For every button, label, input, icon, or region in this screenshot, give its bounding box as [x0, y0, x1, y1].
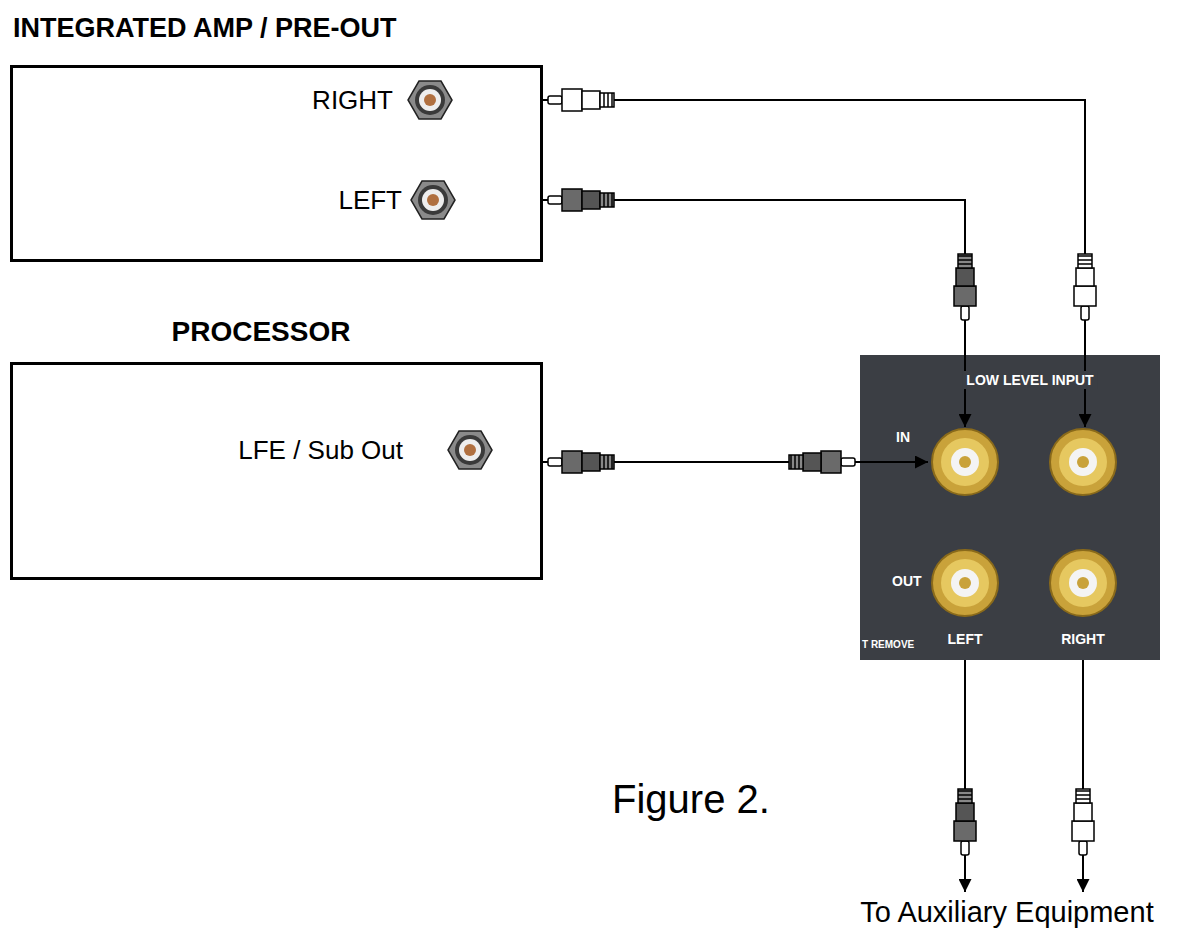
rca-plug: [1072, 789, 1094, 855]
gold-jack: [932, 550, 998, 616]
box-heading: PROCESSOR: [172, 316, 351, 348]
rca-plug: [954, 254, 976, 320]
rca-jack: [408, 81, 452, 119]
jack-label: LFE / Sub Out: [238, 435, 403, 465]
destination-label: To Auxiliary Equipment: [860, 895, 1153, 929]
panel-label: RIGHT: [1061, 630, 1105, 648]
jack-label: RIGHT: [312, 85, 393, 115]
panel-photo: [860, 355, 1160, 660]
panel-label: T REMOVE: [862, 639, 914, 651]
rca-plug: [789, 451, 855, 473]
gold-jack: [932, 429, 998, 495]
rca-plug: [954, 789, 976, 855]
gold-jack: [1050, 550, 1116, 616]
rca-jack: [411, 181, 455, 219]
rca-plug: [548, 189, 614, 211]
jack-label: LEFT: [338, 185, 402, 215]
panel-label: IN: [896, 428, 910, 446]
destination-text: To Auxiliary Equipment: [860, 895, 1153, 929]
cable-connector: [543, 200, 965, 427]
subwoofer-panel: LOW LEVEL INPUT IN OUT LEFT RIGHT T REMOVE: [860, 355, 1160, 660]
rca-plug: [548, 89, 614, 111]
component-box: INTEGRATED AMP / PRE-OUTRIGHTLEFT: [10, 65, 543, 262]
gold-jack: [1050, 429, 1116, 495]
rca-jack: [448, 431, 492, 469]
panel-label: LEFT: [948, 630, 983, 648]
cable-connector: [964, 660, 966, 892]
figure-caption: Figure 2.: [612, 776, 770, 822]
cable-connector: [1082, 660, 1084, 892]
box-heading: INTEGRATED AMP / PRE-OUT: [13, 12, 397, 44]
component-box: PROCESSORLFE / Sub Out: [10, 362, 543, 580]
rca-plug: [1074, 254, 1096, 320]
panel-label: OUT: [892, 572, 922, 590]
panel-label: LOW LEVEL INPUT: [962, 371, 1097, 389]
rca-plug: [548, 451, 614, 473]
